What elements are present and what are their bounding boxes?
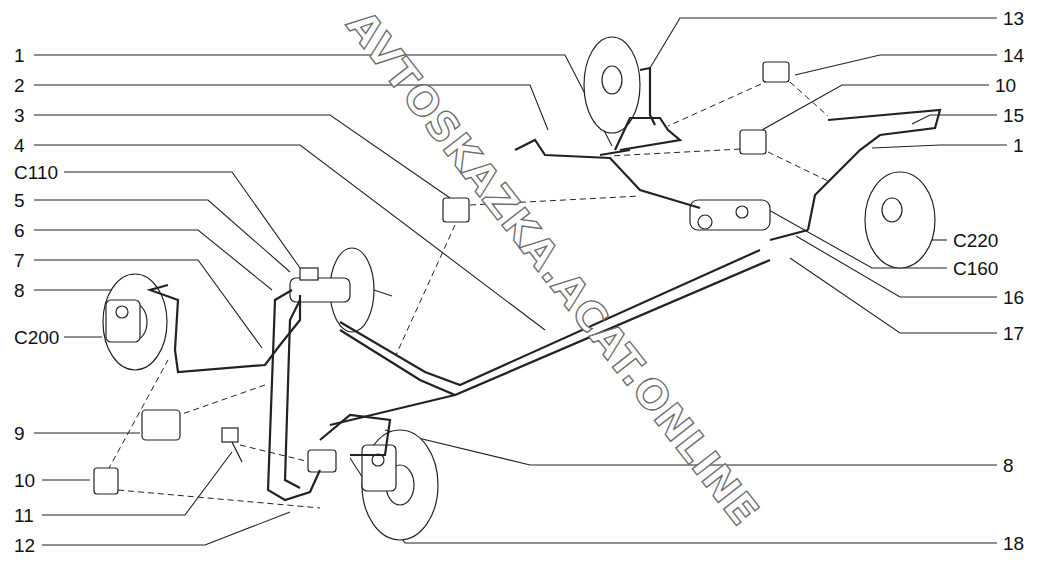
callout-number: 9: [14, 424, 25, 443]
callout-number: 16: [1003, 288, 1024, 307]
callout-number: 4: [14, 136, 25, 155]
callout-number: 6: [14, 221, 25, 240]
callout-number: 12: [14, 536, 35, 555]
callout-number: 1: [1013, 136, 1024, 155]
callout-number: 14: [1003, 46, 1024, 65]
leader-lines: [34, 18, 1007, 545]
callout-number: 10: [14, 471, 35, 490]
callout-number: 17: [1003, 324, 1024, 343]
callout-number: 13: [1003, 9, 1024, 28]
callout-number: 8: [14, 281, 25, 300]
callout-number: 10: [995, 76, 1016, 95]
callout-number: 15: [1003, 106, 1024, 125]
callout-number: 2: [14, 76, 25, 95]
callout-number: 7: [14, 251, 25, 270]
callout-number: 11: [14, 506, 34, 525]
callout-number: C200: [14, 328, 59, 347]
callout-number: C160: [953, 259, 998, 278]
callout-number: C220: [953, 231, 998, 250]
callout-number: 3: [14, 106, 25, 125]
brake-parts: [94, 37, 935, 540]
callout-number: C110: [14, 163, 58, 182]
callout-number: 8: [1003, 456, 1014, 475]
callout-number: 5: [14, 191, 25, 210]
callout-number: 18: [1003, 534, 1024, 553]
callout-number: 1: [14, 46, 25, 65]
